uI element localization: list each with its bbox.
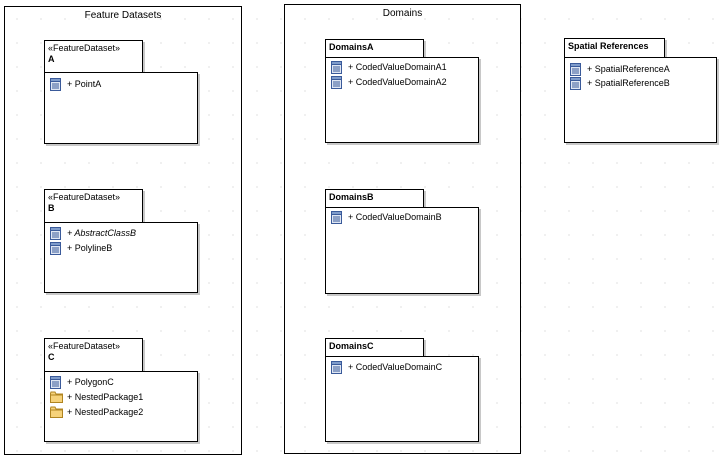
member-label: + PointA (67, 79, 102, 89)
member-label: + NestedPackage2 (67, 407, 144, 417)
class-icon (331, 76, 342, 89)
spatial-references-member[interactable]: + SpatialReferenceA (570, 62, 670, 76)
package-b-stereotype: «FeatureDataset» (48, 192, 121, 202)
feature-datasets-frame-title: Feature Datasets (84, 10, 162, 21)
package-folder-icon (50, 391, 63, 403)
domains-frame[interactable]: Domains (284, 4, 521, 454)
package-b-member[interactable]: + AbstractClassB (50, 226, 136, 240)
member-label: + CodedValueDomainC (348, 362, 443, 372)
domains-c-body[interactable]: + CodedValueDomainC (325, 356, 479, 442)
package-c-member[interactable]: + PolygonC (50, 375, 114, 389)
package-c-member[interactable]: + NestedPackage1 (50, 390, 143, 404)
member-label: + PolygonC (67, 377, 114, 387)
package-b-tab[interactable]: «FeatureDataset» B (44, 189, 143, 223)
member-label: + PolylineB (67, 243, 113, 253)
package-c-body[interactable]: + PolygonC + NestedPackage1 + NestedPack… (44, 371, 198, 442)
member-label: + CodedValueDomainA1 (348, 62, 447, 72)
member-label: + AbstractClassB (67, 228, 136, 238)
spatial-references-member[interactable]: + SpatialReferenceB (570, 76, 670, 90)
class-icon (331, 211, 342, 224)
class-icon (570, 63, 581, 76)
package-a-member[interactable]: + PointA (50, 77, 101, 91)
domains-a-member[interactable]: + CodedValueDomainA2 (331, 75, 447, 89)
package-folder-icon (50, 406, 63, 418)
member-label: + SpatialReferenceA (587, 64, 670, 74)
class-icon (331, 61, 342, 74)
member-label: + CodedValueDomainA2 (348, 77, 447, 87)
domains-b-member[interactable]: + CodedValueDomainB (331, 210, 442, 224)
domains-frame-title: Domains (382, 8, 423, 19)
spatial-references-tab[interactable]: Spatial References (564, 38, 665, 58)
package-b-name: B (48, 203, 55, 213)
spatial-references-body[interactable]: + SpatialReferenceA + SpatialReferenceB (564, 57, 717, 143)
class-icon (50, 227, 61, 240)
domains-b-name: DomainsB (329, 192, 374, 202)
package-b-body[interactable]: + AbstractClassB + PolylineB (44, 222, 198, 293)
domains-c-member[interactable]: + CodedValueDomainC (331, 360, 442, 374)
class-icon (570, 77, 581, 90)
domains-a-name: DomainsA (329, 42, 374, 52)
class-icon (50, 242, 61, 255)
class-icon (50, 78, 61, 91)
member-label: + SpatialReferenceB (587, 78, 670, 88)
package-c-tab[interactable]: «FeatureDataset» C (44, 338, 143, 372)
class-icon (331, 361, 342, 374)
package-c-member[interactable]: + NestedPackage2 (50, 405, 143, 419)
package-a-stereotype: «FeatureDataset» (48, 43, 121, 53)
domains-c-name: DomainsC (329, 341, 374, 351)
domains-c-tab[interactable]: DomainsC (325, 338, 424, 357)
package-a-name: A (48, 54, 55, 64)
domains-a-body[interactable]: + CodedValueDomainA1 + CodedValueDomainA… (325, 57, 479, 143)
feature-datasets-frame[interactable]: Feature Datasets (4, 6, 242, 455)
member-label: + CodedValueDomainB (348, 212, 442, 222)
package-b-member[interactable]: + PolylineB (50, 241, 112, 255)
package-c-stereotype: «FeatureDataset» (48, 341, 121, 351)
spatial-references-name: Spatial References (568, 41, 649, 51)
domains-a-member[interactable]: + CodedValueDomainA1 (331, 60, 447, 74)
package-a-tab[interactable]: «FeatureDataset» A (44, 40, 143, 73)
domains-b-tab[interactable]: DomainsB (325, 189, 424, 208)
domains-a-tab[interactable]: DomainsA (325, 39, 424, 58)
member-label: + NestedPackage1 (67, 392, 144, 402)
class-icon (50, 376, 61, 389)
domains-b-body[interactable]: + CodedValueDomainB (325, 207, 479, 294)
package-a-body[interactable]: + PointA (44, 72, 198, 144)
package-c-name: C (48, 352, 55, 362)
